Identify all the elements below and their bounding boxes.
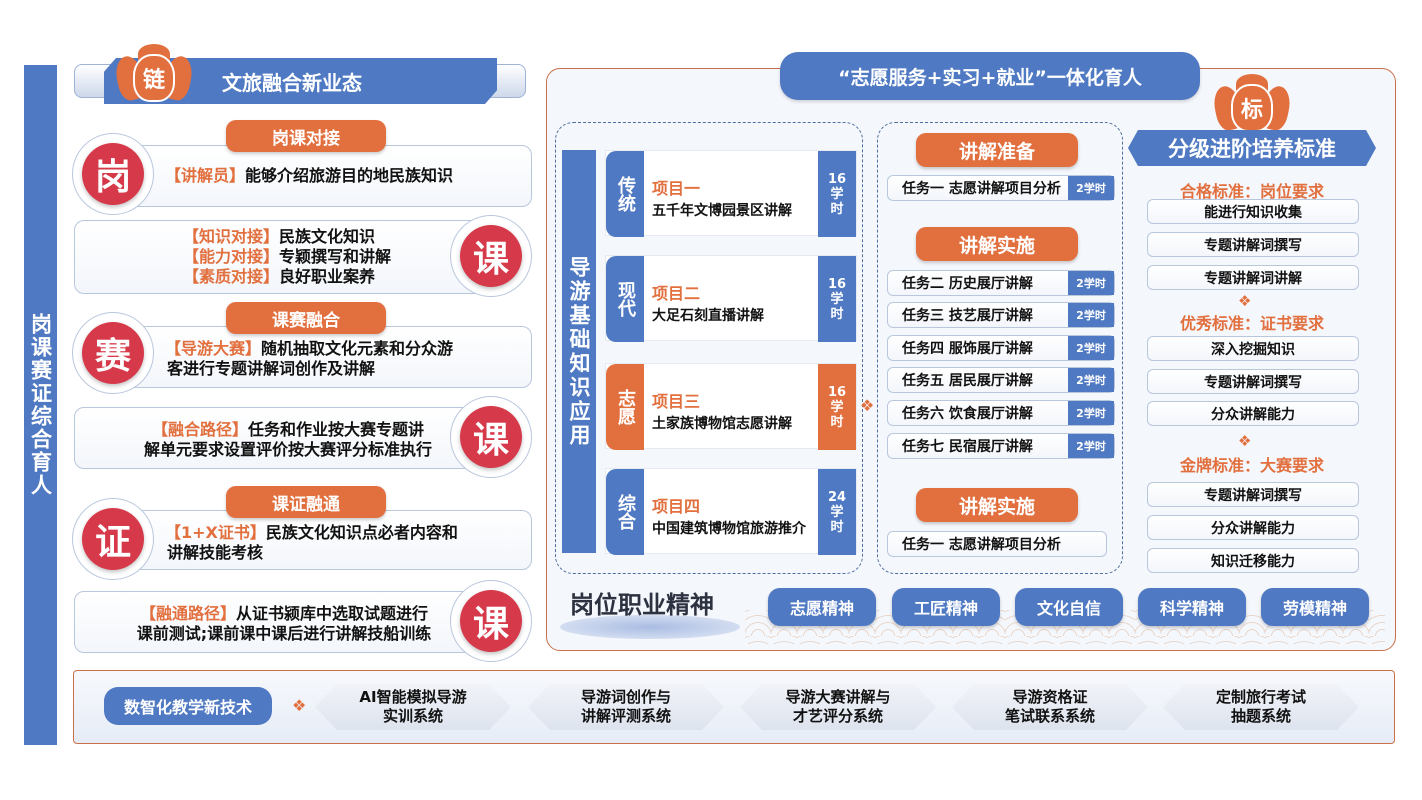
standards-title: 分级进阶培养标准 [1128,130,1376,166]
system-cert-exam[interactable]: 导游资格证笔试联系系统 [952,684,1148,730]
standard-item: 知识迁移能力 [1147,548,1359,573]
card-course-3: 【融通路径】从证书颍库中选取试题进行 课前测试;课前课中课后进行讲解技船训练 [74,591,514,653]
level-gold-label: 金牌标准：大赛要求 [1179,456,1324,475]
system-ai-guide[interactable]: AI智能模拟导游实训系统 [315,684,511,730]
card-contest: 【导游大赛】随机抽取文化元素和分众游 客进行专题讲解词创作及讲解 [92,326,532,388]
system-script-eval[interactable]: 导游词创作与讲解评测系统 [528,684,724,730]
card-course-2: 【融合路径】任务和作业按大赛专题讲 解单元要求设置评价按大赛评分标准执行 [74,407,514,469]
standard-item: 专题讲解词撰写 [1147,482,1359,507]
standard-item: 分众讲解能力 [1147,515,1359,540]
level-qualified-label: 合格标准：岗位要求 [1179,182,1324,201]
standard-badge-icon: 标 [1210,74,1294,136]
system-contest-score[interactable]: 导游大赛讲解与才艺评分系统 [740,684,936,730]
card-post: 【讲解员】能够介绍旅游目的地民族知识 [92,145,532,207]
tech-tag: 数智化教学新技术 [104,687,272,725]
knot-connector-icon: ❖ [860,396,875,415]
knot-divider-icon: ❖ [1238,292,1252,310]
badge-course-3: 课 [460,590,522,652]
pill-post-course: 岗课对接 [226,120,386,152]
badge-post: 岗 [82,143,144,205]
task-row[interactable]: 任务一 志愿讲解项目分析 [887,531,1107,557]
badge-course-3-wrap: 课 [450,580,532,662]
knot-connector-icon: ❖ [292,696,307,715]
projects-box [555,122,863,574]
right-panel-title: “志愿服务+实习+就业”一体化育人 [780,52,1200,100]
knot-divider-icon: ❖ [1238,432,1252,450]
spirit-volunteer: 志愿精神 [768,588,876,626]
badge-cert: 证 [82,508,144,570]
badge-course-1-wrap: 课 [450,215,532,297]
spirit-craftsman: 工匠精神 [892,588,1000,626]
badge-course-1: 课 [460,225,522,287]
side-label: 岗课赛证综合育人 [28,313,53,497]
side-label-bar: 岗课赛证综合育人 [24,65,57,745]
pill-prepare: 讲解准备 [916,133,1078,167]
badge-contest-wrap: 赛 [72,312,154,394]
badge-contest: 赛 [82,322,144,384]
system-travel-exam[interactable]: 定制旅行考试抽题系统 [1163,684,1359,730]
tasks-box [877,122,1123,574]
standard-item: 专题讲解词讲解 [1147,265,1359,290]
left-header-title: 文旅融合新业态 [222,70,362,95]
standard-item: 专题讲解词撰写 [1147,232,1359,257]
tech-band [73,670,1395,744]
pill-course-cert: 课证融通 [226,486,386,518]
card-cert: 【1+X证书】民族文化知识点必者内容和 讲解技能考核 [92,510,532,570]
spirit-title: 岗位职业精神 [570,591,714,619]
project-tag: 传统 [606,151,644,237]
badge-course-2: 课 [460,406,522,468]
spirit-culture: 文化自信 [1015,588,1123,626]
projects-column-label: 导游基础知识应用 [562,150,596,553]
spirit-pedestal [560,615,740,639]
pill-implement: 讲解实施 [916,227,1078,261]
badge-post-wrap: 岗 [72,133,154,215]
pill-implement-2: 讲解实施 [916,488,1078,522]
card-course-1: 【知识对接】民族文化知识 【能力对接】专颖撰写和讲解 【素质对接】良好职业案养 [74,220,514,294]
standard-item: 能进行知识收集 [1147,199,1359,224]
project-tag: 现代 [606,256,644,342]
standard-item: 分众讲解能力 [1147,401,1359,426]
spirit-science: 科学精神 [1138,588,1246,626]
spirit-model-worker: 劳模精神 [1261,588,1369,626]
badge-course-2-wrap: 课 [450,396,532,478]
standard-item: 深入挖掘知识 [1147,336,1359,361]
course-1-lines: 【知识对接】民族文化知识 【能力对接】专颖撰写和讲解 【素质对接】良好职业案养 [183,227,392,286]
standard-item: 专题讲解词撰写 [1147,369,1359,394]
level-excellent-label: 优秀标准：证书要求 [1179,314,1324,333]
pill-course-contest: 课赛融合 [226,302,386,334]
chain-badge-icon: 链 [112,44,196,106]
project-tag: 志愿 [606,364,644,450]
project-tag: 综合 [606,469,644,555]
badge-cert-wrap: 证 [72,498,154,580]
